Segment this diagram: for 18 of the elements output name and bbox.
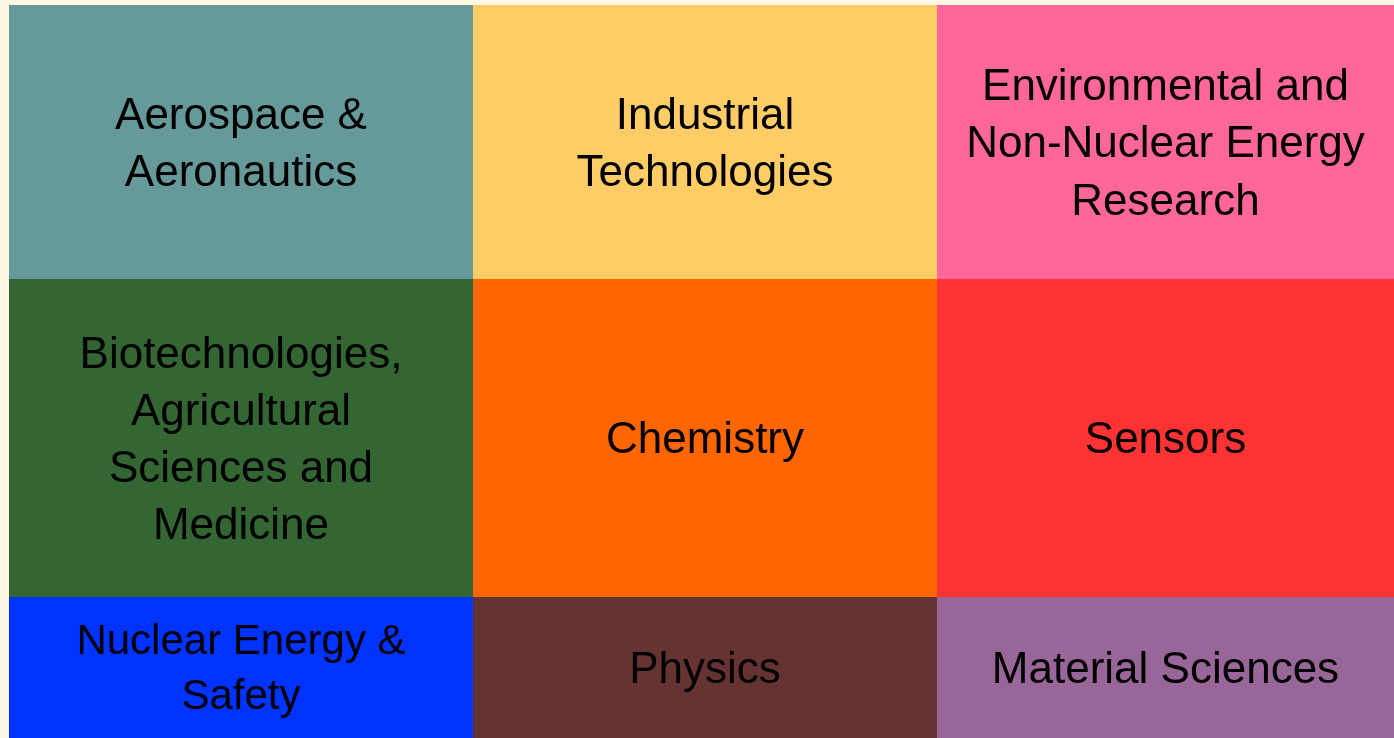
- category-label: Environmental and Non-Nuclear Energy Research: [965, 59, 1366, 226]
- category-tile: [937, 5, 1394, 279]
- category-tile: [473, 5, 937, 279]
- category-tile: [9, 597, 473, 738]
- category-tile: [937, 279, 1394, 597]
- category-tile: [9, 279, 473, 597]
- category-label: Aerospace & Aeronautics: [114, 87, 368, 197]
- category-label: Biotechnologies, Agricultural Sciences and Medicine: [78, 326, 404, 551]
- category-tile: [937, 597, 1394, 738]
- category-label: Sensors: [1084, 412, 1247, 465]
- category-tile: [473, 597, 937, 738]
- category-label: Physics: [629, 641, 781, 694]
- category-tile: [473, 279, 937, 597]
- category-label: Material Sciences: [991, 641, 1340, 694]
- category-label: Industrial Technologies: [575, 87, 835, 197]
- category-tile: [9, 5, 473, 279]
- category-label: Nuclear Energy & Safety: [75, 614, 407, 720]
- category-label: Chemistry: [606, 412, 804, 465]
